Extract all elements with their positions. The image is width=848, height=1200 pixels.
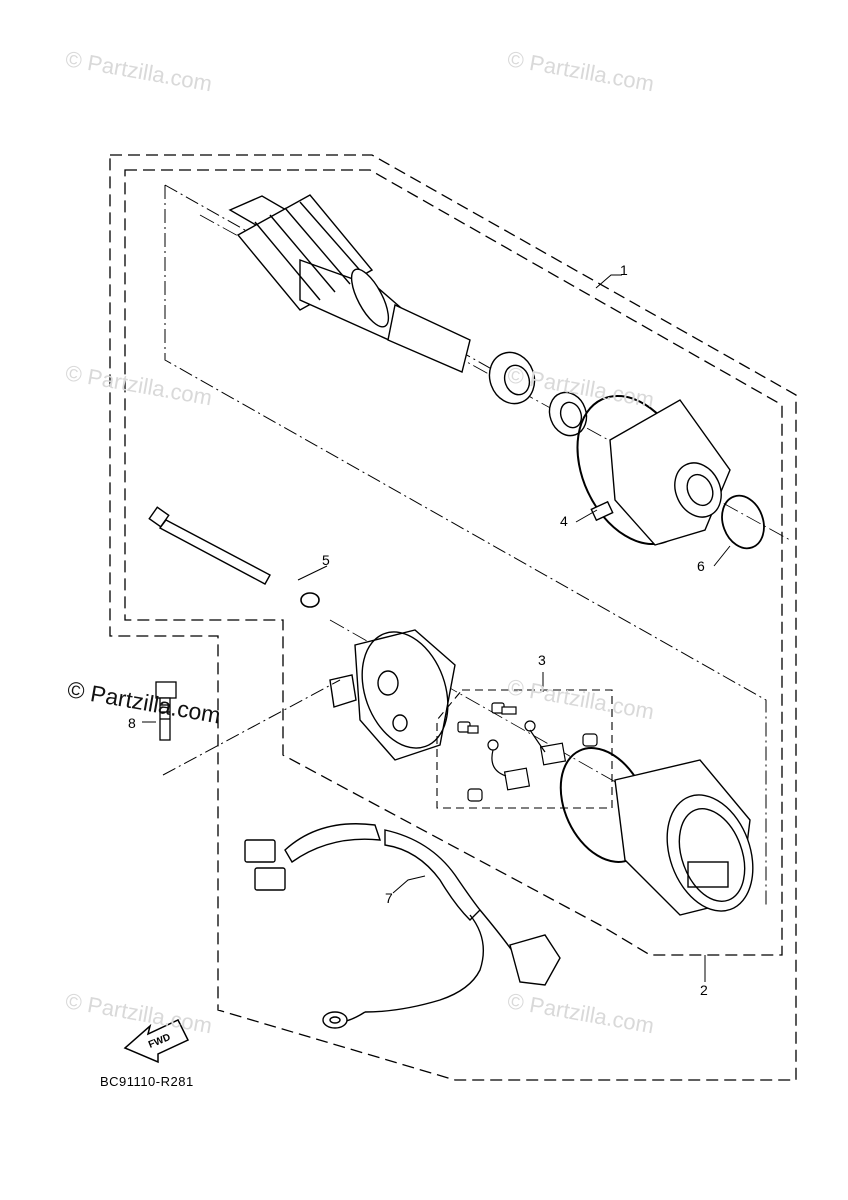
inner-dashed-boundary bbox=[124, 169, 783, 956]
yoke bbox=[559, 747, 754, 916]
o-ring-5 bbox=[300, 592, 320, 608]
assembly-axis-line-lower bbox=[329, 619, 701, 831]
o-ring-6 bbox=[721, 494, 765, 550]
bearing bbox=[488, 351, 536, 405]
callout-8: 8 bbox=[128, 715, 136, 731]
brush-set bbox=[457, 702, 598, 802]
through-bolt bbox=[148, 506, 271, 585]
wire-harness bbox=[244, 823, 561, 1029]
armature bbox=[228, 194, 471, 373]
callout-3: 3 bbox=[538, 652, 546, 668]
outer-dashed-boundary bbox=[109, 154, 797, 1081]
diagram-code: BC91110-R281 bbox=[100, 1074, 194, 1089]
rear-cover bbox=[329, 629, 456, 761]
bolt-8-leader-axis bbox=[162, 679, 341, 776]
front-cover bbox=[576, 394, 731, 546]
callout-5: 5 bbox=[322, 552, 330, 568]
oil-seal bbox=[548, 391, 588, 437]
callout-7: 7 bbox=[385, 890, 393, 906]
callout-1: 1 bbox=[620, 262, 628, 278]
callout-6: 6 bbox=[697, 558, 705, 574]
callout-2: 2 bbox=[700, 982, 708, 998]
callout-4: 4 bbox=[560, 513, 568, 529]
fwd-arrow-icon: FWD bbox=[123, 1019, 190, 1064]
callout-leaders bbox=[142, 274, 731, 982]
brush-set-boundary bbox=[436, 689, 613, 809]
bolt-8 bbox=[155, 681, 177, 741]
